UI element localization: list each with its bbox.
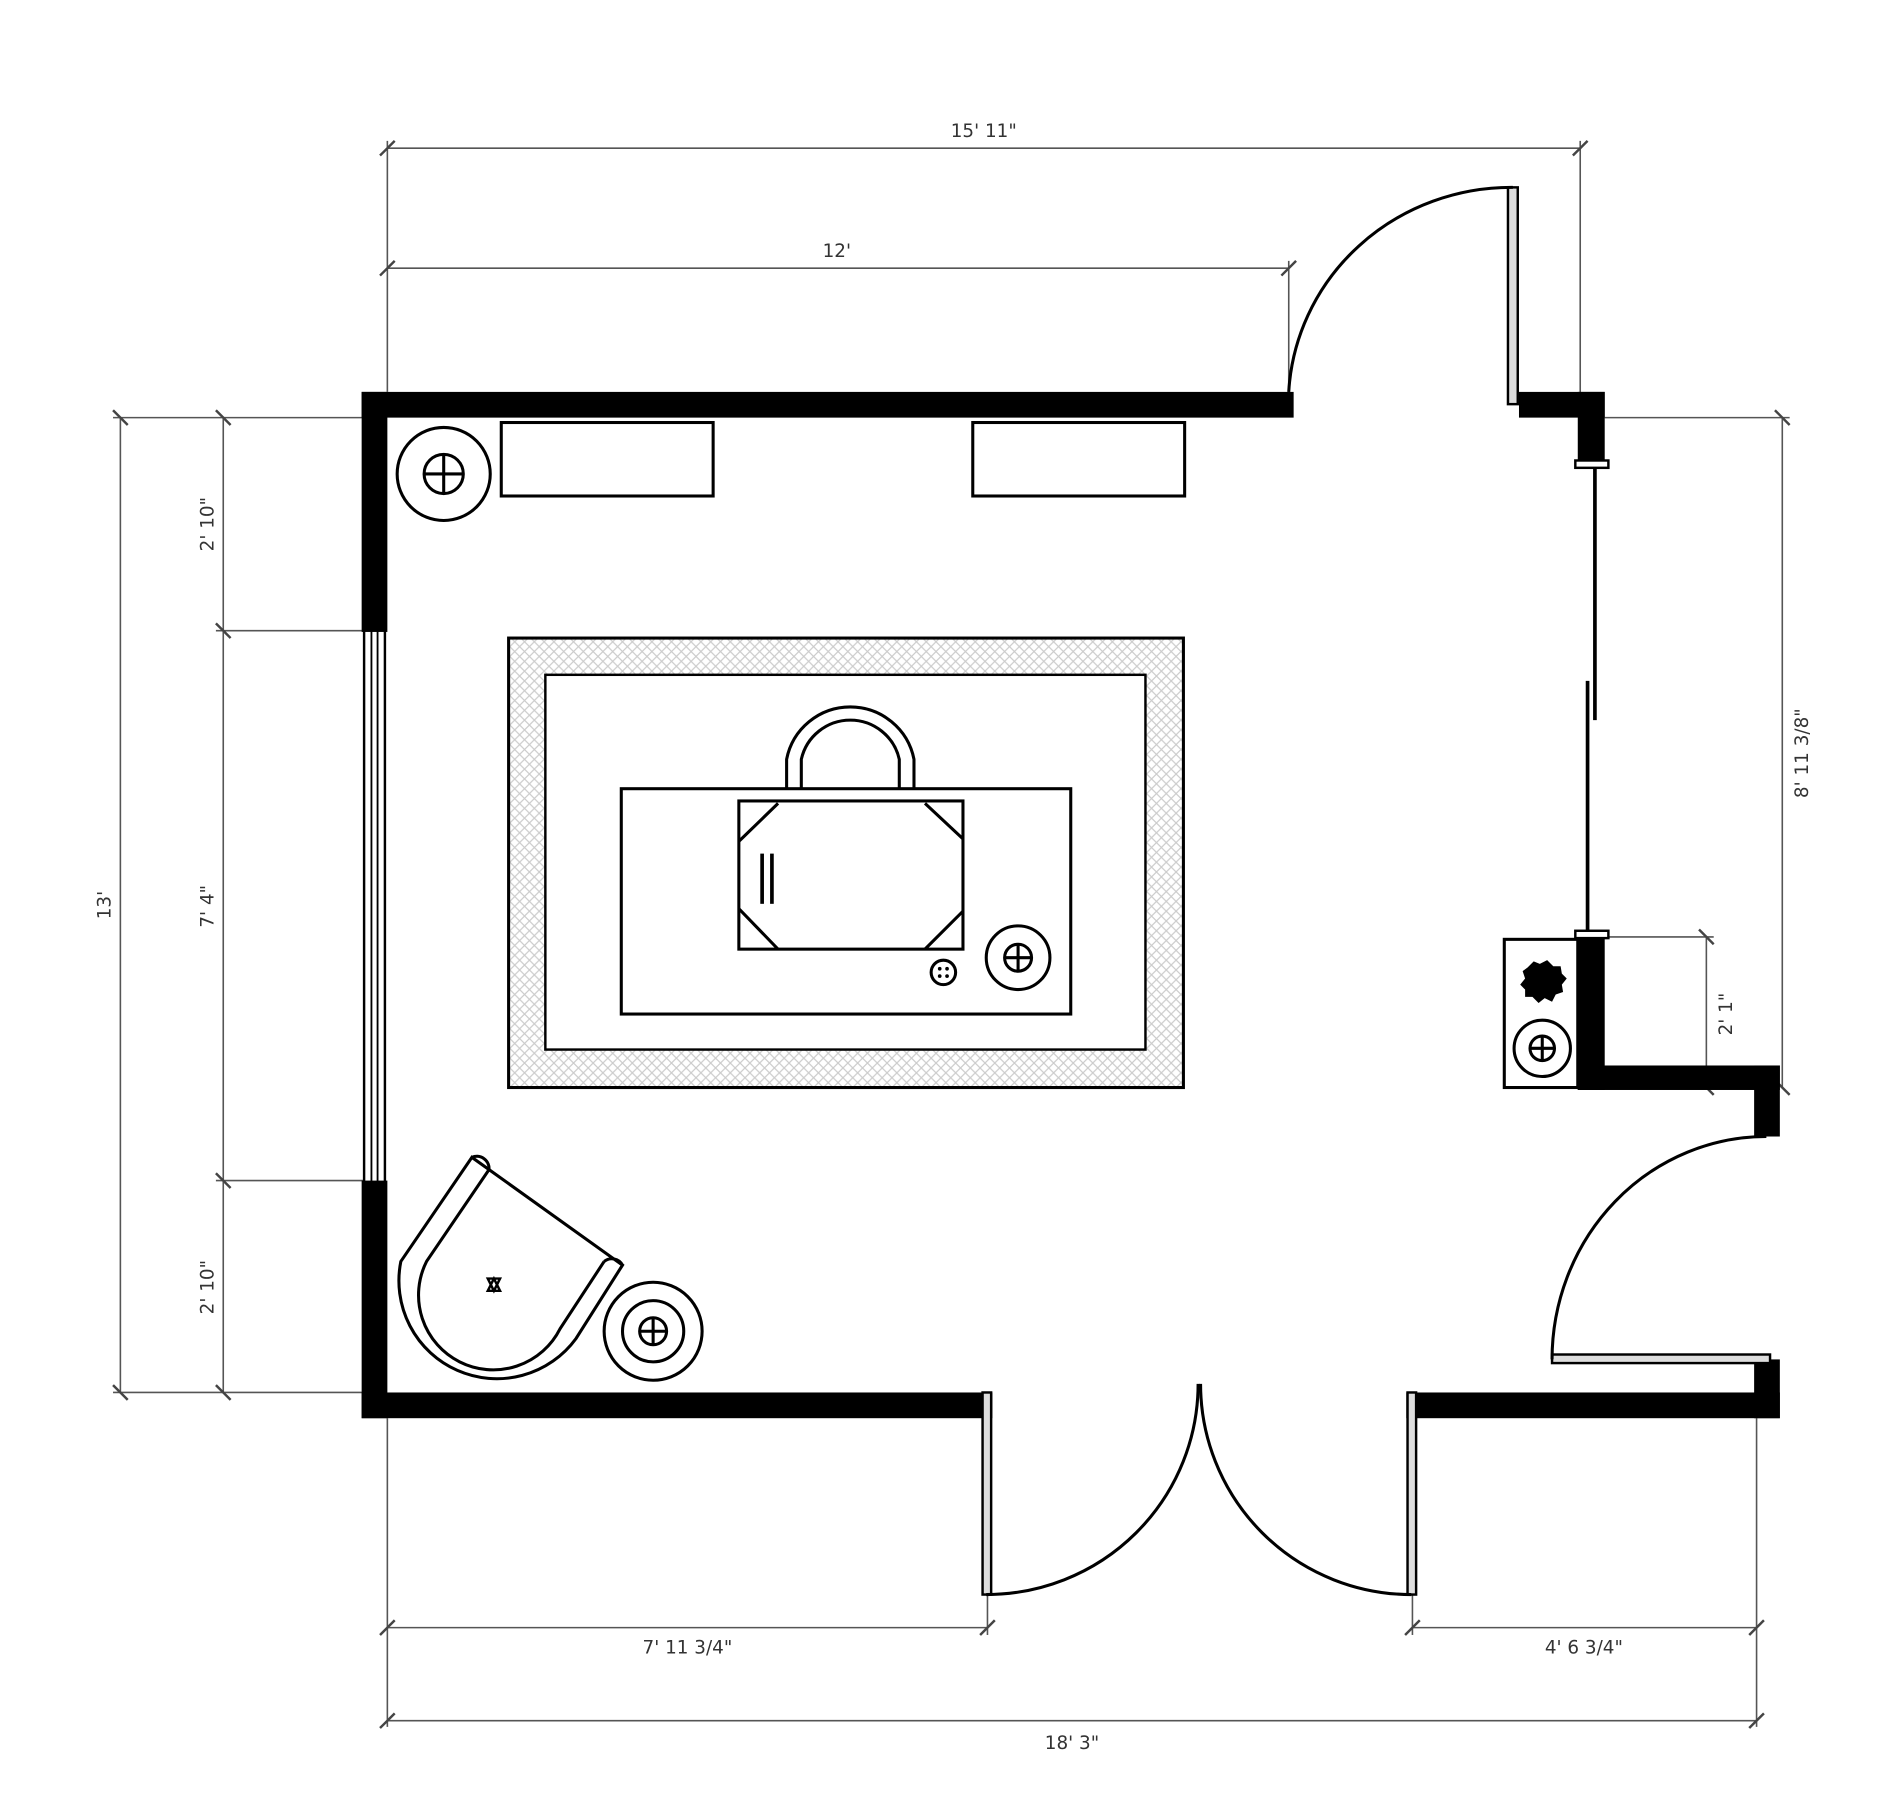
- dimension-label: 18' 3": [1045, 1733, 1099, 1754]
- laptop: [737, 799, 965, 951]
- dimension-top-partial: 12': [379, 241, 1297, 392]
- floor-lamp-top-left: [395, 425, 492, 523]
- dimension-top-overall: 15' 11": [379, 121, 1589, 405]
- dimension-label: 15' 11": [951, 121, 1017, 142]
- door-top-right[interactable]: [1287, 185, 1519, 406]
- dimension-bottom-overall: 18' 3": [379, 1712, 1765, 1754]
- dimension-right-niche: 2' 1": [1604, 928, 1737, 1096]
- dimension-label: 7' 11 3/4": [643, 1637, 733, 1658]
- plant-icon: [1520, 960, 1567, 1004]
- window: [362, 629, 387, 1184]
- dimension-label: 12': [823, 241, 851, 262]
- dimension-label: 7' 4": [197, 885, 218, 928]
- side-table-lamp: [602, 1280, 704, 1382]
- dimension-label: 2' 1": [1716, 993, 1737, 1036]
- cabinet-left: [499, 420, 715, 498]
- armchair: [397, 1154, 625, 1381]
- dimension-left-segments: 2' 10" 7' 4" 2' 10": [197, 409, 368, 1401]
- dimension-left-overall: 13': [95, 409, 368, 1401]
- door-right-lower[interactable]: [1550, 1134, 1772, 1365]
- sliding-door-right[interactable]: [1574, 459, 1610, 940]
- dimension-bottom-segments: 7' 11 3/4" 4' 6 3/4": [379, 1418, 1765, 1727]
- dimension-label: 2' 10": [197, 497, 218, 551]
- office-chair: [785, 705, 916, 789]
- dimension-right-upper: 8' 11 3/8": [1604, 409, 1813, 1096]
- double-door-bottom[interactable]: [981, 1383, 1418, 1597]
- dimension-label: 8' 11 3/8": [1792, 708, 1813, 798]
- desk-lamp: [984, 924, 1052, 992]
- phone-icon: [929, 958, 958, 987]
- dimension-label: 13': [95, 891, 116, 919]
- side-table-right: [1502, 937, 1580, 1090]
- dimension-label: 2' 10": [197, 1260, 218, 1314]
- dimension-label: 4' 6 3/4": [1545, 1637, 1623, 1658]
- walls: [361, 391, 1780, 1419]
- cabinet-right: [971, 420, 1187, 498]
